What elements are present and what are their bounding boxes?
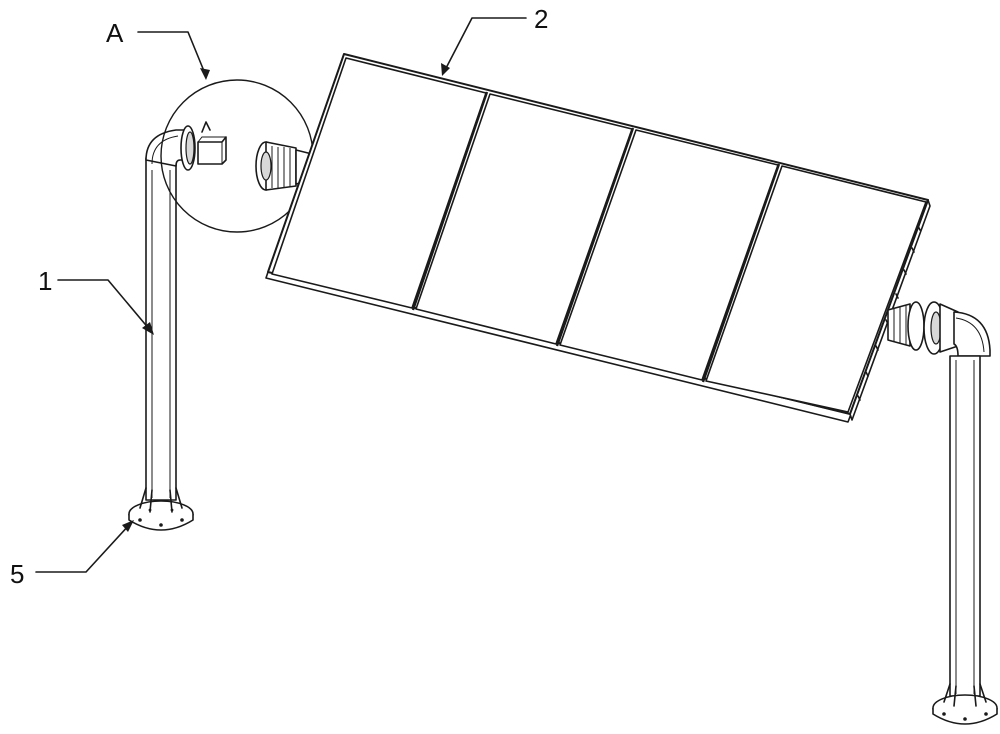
label-solar-panel: 2 (534, 4, 548, 34)
solar-panel-assembly (266, 54, 930, 422)
leader-line-1 (58, 280, 154, 335)
leader-line-a (138, 32, 210, 80)
label-base-flange: 5 (10, 559, 24, 589)
leader-line-2 (441, 18, 526, 76)
left-post (146, 130, 190, 500)
label-post: 1 (38, 266, 52, 296)
right-post (950, 312, 990, 696)
label-detail-a: A (106, 18, 124, 48)
right-rotary-joint (888, 302, 958, 354)
leader-line-5 (36, 520, 134, 572)
